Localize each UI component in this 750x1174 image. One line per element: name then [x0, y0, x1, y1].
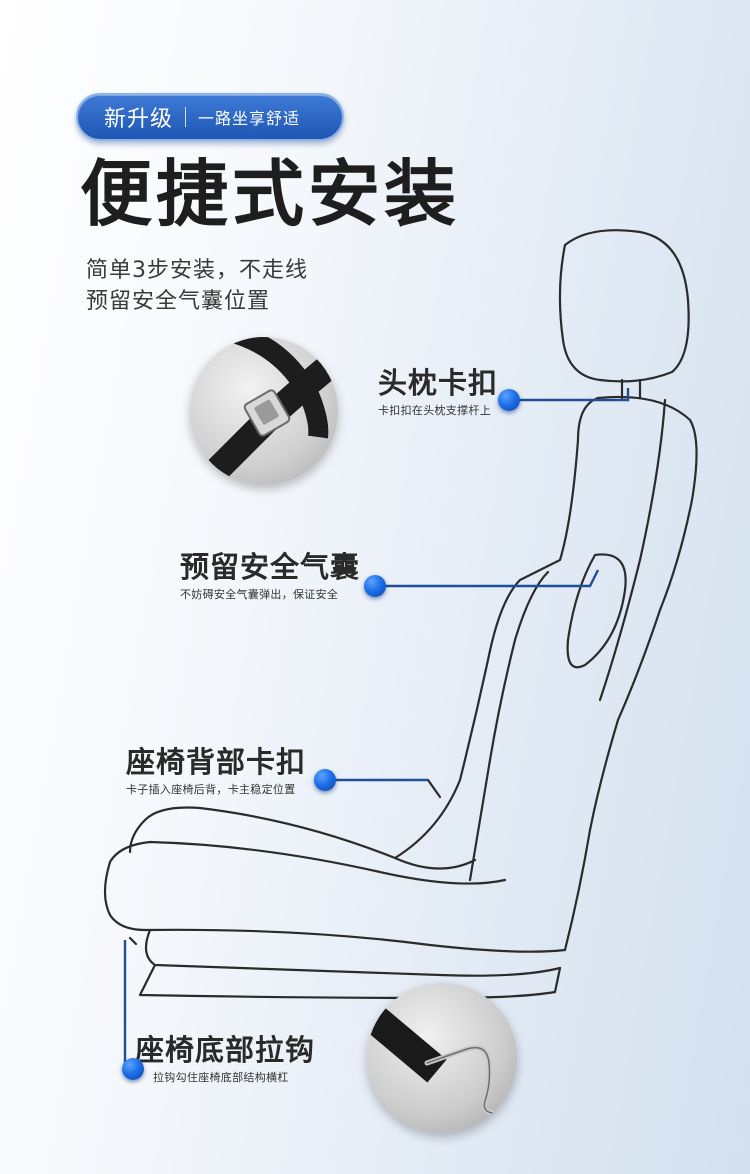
- hook-photo: [367, 983, 517, 1133]
- callout-title: 头枕卡扣: [378, 366, 499, 400]
- callout-title: 预留安全气囊: [180, 550, 361, 584]
- subtitle-line-2: 预留安全气囊位置: [86, 289, 271, 314]
- subtitle-line-1: 简单3步安装，不走线: [86, 258, 308, 283]
- callout-headrest-clip: 头枕卡扣 卡扣扣在头枕支撑杆上: [378, 366, 498, 418]
- callout-title: 座椅底部拉钩: [135, 1033, 316, 1067]
- callout-bottom-hook: 座椅底部拉钩 拉钩勾住座椅底部结构横杠: [135, 1033, 315, 1085]
- callout-dot: [364, 575, 386, 597]
- callout-dot: [314, 769, 336, 791]
- upgrade-badge: 新升级 一路坐享舒适: [76, 93, 344, 141]
- callout-airbag: 预留安全气囊 不妨碍安全气囊弹出，保证安全: [180, 550, 360, 602]
- callout-dot: [498, 389, 520, 411]
- callout-desc: 卡子插入座椅后背，卡主稳定位置: [126, 783, 296, 796]
- callout-desc: 拉钩勾住座椅底部结构横杠: [153, 1071, 289, 1084]
- callout-desc: 卡扣扣在头枕支撑杆上: [378, 404, 491, 417]
- strap-buckle-icon: [200, 337, 338, 485]
- callout-dot: [122, 1058, 144, 1080]
- callout-title: 座椅背部卡扣: [126, 745, 307, 779]
- buckle-photo: [190, 337, 338, 485]
- badge-main-text: 新升级: [104, 107, 174, 132]
- page-title: 便捷式安装: [80, 152, 461, 236]
- strap-hook-icon: [367, 996, 495, 1116]
- badge-sub-text: 一路坐享舒适: [198, 109, 301, 128]
- callout-back-clip: 座椅背部卡扣 卡子插入座椅后背，卡主稳定位置: [126, 745, 306, 797]
- badge-divider: [185, 107, 187, 127]
- page-subtitle: 简单3步安装，不走线 预留安全气囊位置: [86, 255, 308, 317]
- callout-desc: 不妨碍安全气囊弹出，保证安全: [180, 588, 339, 601]
